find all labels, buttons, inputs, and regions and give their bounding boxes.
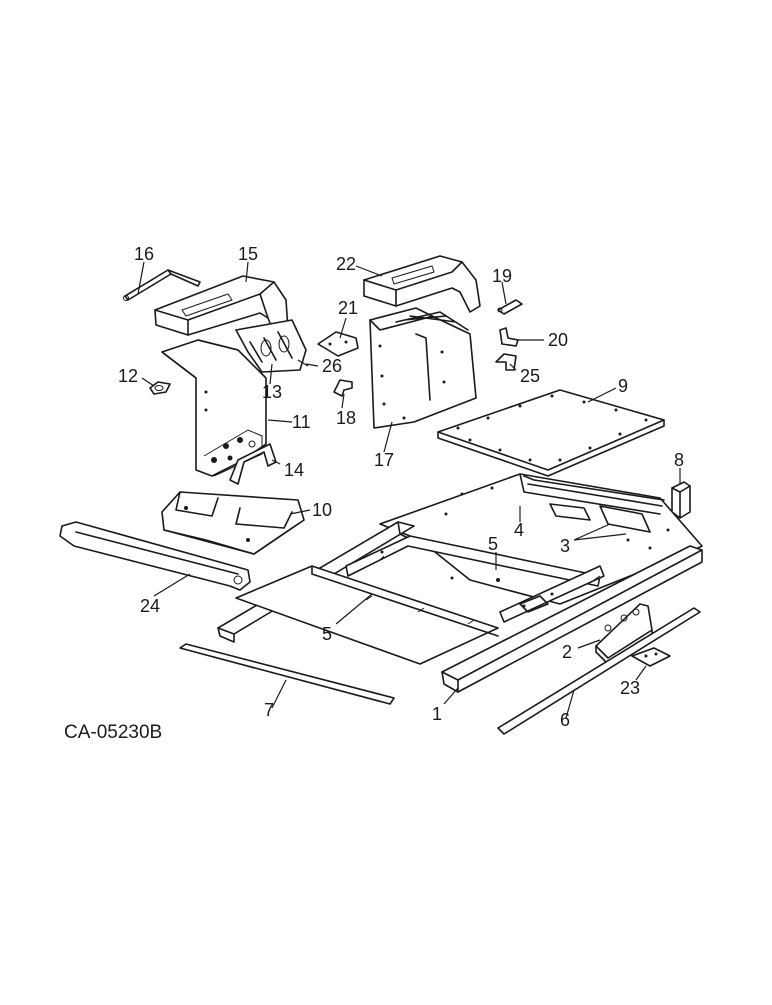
callout-17: 17 <box>374 450 394 470</box>
leader-lines <box>137 261 681 719</box>
part-9-floor-plate <box>437 389 665 477</box>
callout-23: 23 <box>620 678 640 698</box>
callout-1: 1 <box>432 704 442 724</box>
callout-14: 14 <box>284 460 304 480</box>
part-8-block <box>671 481 691 519</box>
callout-25: 25 <box>520 366 540 386</box>
callout-12: 12 <box>118 366 138 386</box>
part-10-base-tray <box>161 491 305 555</box>
part-24-handle-bar <box>59 521 251 591</box>
part-26-bracket <box>235 319 319 373</box>
callout-20: 20 <box>548 330 568 350</box>
callout-10: 10 <box>312 500 332 520</box>
part-21-plate <box>317 331 359 357</box>
callout-9: 9 <box>618 376 628 396</box>
callout-6: 6 <box>560 710 570 730</box>
part-14-bracket <box>229 443 277 485</box>
callout-8: 8 <box>674 450 684 470</box>
callout-13: 13 <box>262 382 282 402</box>
callout-5-upper: 5 <box>488 534 498 554</box>
part-6-strip <box>497 607 701 735</box>
part-19-clip <box>497 299 523 315</box>
callout-26: 26 <box>322 356 342 376</box>
part-25-clamp <box>495 353 517 371</box>
callout-11: 11 <box>292 412 311 432</box>
callout-labels: 16 15 22 19 21 20 26 25 12 13 9 18 11 17… <box>118 244 684 730</box>
part-23-plate <box>631 647 671 667</box>
callout-4: 4 <box>514 520 524 540</box>
callout-15: 15 <box>238 244 258 264</box>
part-20-bracket <box>499 327 519 347</box>
callout-5-lower: 5 <box>322 624 332 644</box>
callout-18: 18 <box>336 408 356 428</box>
part-18-clip <box>333 379 353 397</box>
callout-21: 21 <box>338 298 358 318</box>
part-16-rod <box>123 269 201 301</box>
part-7-strip <box>179 643 395 705</box>
part-12-grommet <box>149 381 171 395</box>
callout-2: 2 <box>562 642 572 662</box>
part-15-left-cover <box>154 275 289 339</box>
callout-7: 7 <box>264 700 274 720</box>
callout-24: 24 <box>140 596 160 616</box>
part-1-main-frame <box>217 473 703 693</box>
part-17-right-panel <box>369 307 477 429</box>
callout-3: 3 <box>560 536 570 556</box>
part-22-right-cover <box>363 255 481 313</box>
drawing-code: CA-05230B <box>64 722 162 743</box>
callout-22: 22 <box>336 254 356 274</box>
callout-19: 19 <box>492 266 512 286</box>
callout-16: 16 <box>134 244 154 264</box>
